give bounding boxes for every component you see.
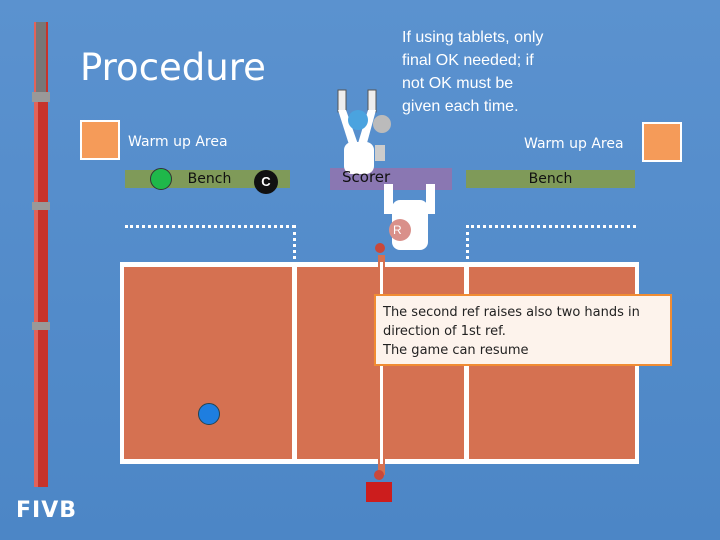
first-referee-stand bbox=[366, 482, 392, 502]
slide-title: Procedure bbox=[80, 46, 266, 89]
free-zone-line-right bbox=[466, 225, 636, 228]
net-post-top bbox=[375, 243, 385, 253]
free-zone-line-left bbox=[125, 225, 295, 228]
coach-marker: C bbox=[254, 170, 278, 194]
callout-line-1: The second ref raises also two hands in … bbox=[383, 305, 640, 339]
warm-up-area-label-right: Warm up Area bbox=[524, 136, 624, 152]
fivb-logo: FIVB bbox=[16, 498, 78, 523]
scorer-raised-hands-icon bbox=[337, 89, 391, 174]
tablet-note: If using tablets, only final OK needed; … bbox=[402, 29, 544, 115]
warm-up-area-label-left: Warm up Area bbox=[128, 134, 228, 150]
warm-up-square-right bbox=[642, 122, 682, 162]
net-pole-icon bbox=[32, 22, 50, 487]
scorer-label: Scorer bbox=[342, 168, 391, 186]
player-marker bbox=[198, 403, 220, 425]
substitution-zone-line-left bbox=[293, 225, 296, 265]
substitution-zone-line-right bbox=[466, 225, 469, 265]
second-referee-label: R bbox=[393, 223, 402, 237]
bench-label-left: Bench bbox=[187, 171, 232, 187]
callout-box: The second ref raises also two hands in … bbox=[374, 294, 672, 366]
callout-line-2: The game can resume bbox=[383, 343, 529, 358]
warm-up-square-left bbox=[80, 120, 120, 160]
second-referee-raised-hands-icon bbox=[384, 184, 435, 250]
bench-right: Bench bbox=[466, 170, 635, 188]
substitute-player-marker bbox=[150, 168, 172, 190]
bench-label-right: Bench bbox=[528, 171, 573, 187]
court-back-zone-left bbox=[124, 267, 292, 459]
net-post-bottom bbox=[374, 470, 384, 480]
